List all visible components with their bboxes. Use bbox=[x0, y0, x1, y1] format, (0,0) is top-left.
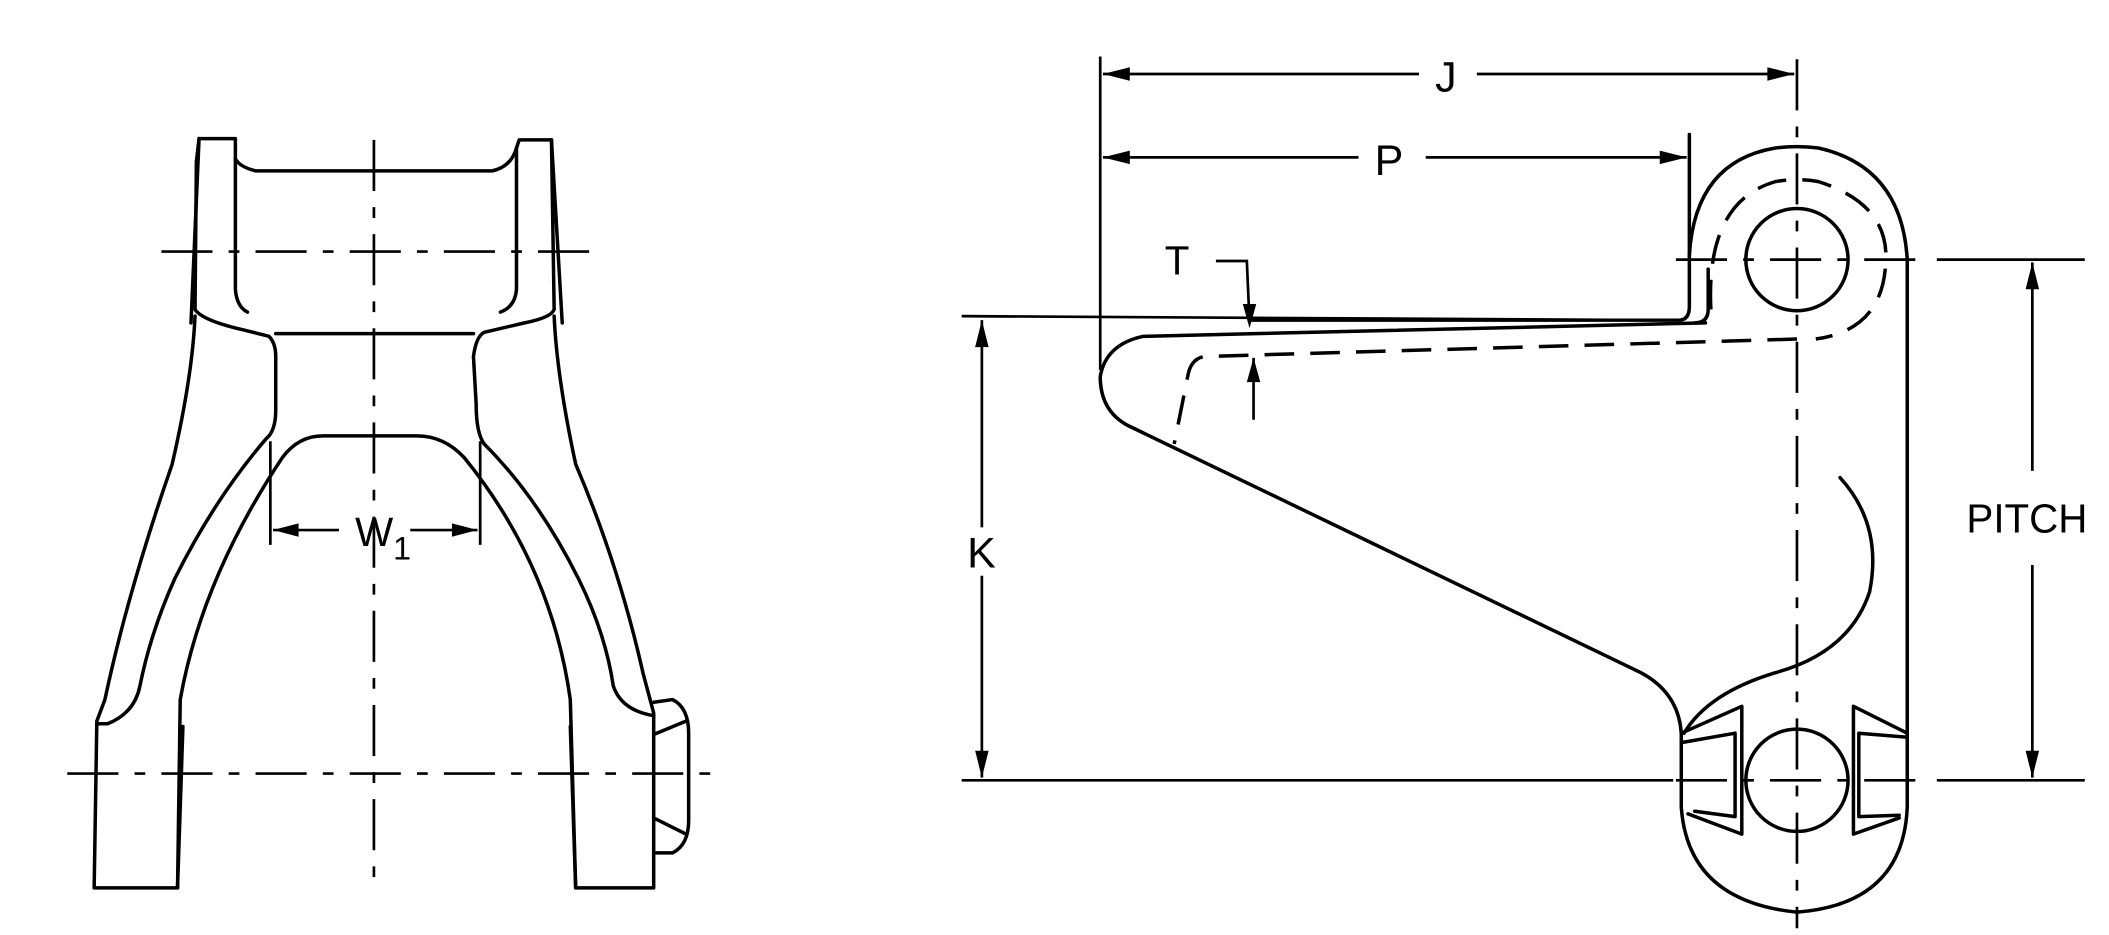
top-barrel-left bbox=[193, 136, 278, 441]
sidebar-left-edge bbox=[189, 136, 201, 325]
k-extension-top bbox=[961, 314, 1668, 322]
top-pin-hole bbox=[1744, 206, 1850, 313]
pin-head-chamfer-top bbox=[651, 719, 688, 737]
j-arrow-right bbox=[1767, 67, 1795, 81]
j-label: J bbox=[1435, 53, 1457, 101]
attachment-arm bbox=[1249, 132, 1710, 325]
t-arrow-up bbox=[1246, 357, 1261, 383]
top-barrel-outline bbox=[1687, 144, 1909, 735]
t-leader bbox=[1215, 259, 1251, 323]
arm-hidden-surface bbox=[1172, 337, 1798, 445]
left-leg-inner bbox=[95, 436, 269, 726]
t-arrow-down bbox=[1242, 304, 1257, 329]
k-arrow-down bbox=[975, 750, 989, 778]
left-rivet-head bbox=[1679, 704, 1744, 836]
w1-arrow-left bbox=[273, 523, 299, 537]
t-label: T bbox=[1165, 237, 1190, 283]
front-view: W1 bbox=[67, 136, 713, 891]
k-label: K bbox=[967, 530, 996, 578]
w1-label: W1 bbox=[355, 509, 411, 566]
pitch-arrow-down bbox=[2025, 750, 2040, 778]
top-left-sidebar bbox=[197, 136, 556, 446]
pin-head-chamfer-bottom bbox=[651, 816, 688, 836]
right-rivet-head bbox=[1851, 704, 1909, 836]
p-arrow-right bbox=[1659, 150, 1687, 165]
j-arrow-left bbox=[1102, 67, 1130, 81]
bottom-barrel-outline bbox=[1679, 731, 1909, 914]
side-view: J P T K PITCH bbox=[961, 53, 2087, 929]
right-leg-inner bbox=[482, 442, 656, 718]
pin-head bbox=[651, 697, 691, 855]
right-leg-outer bbox=[552, 314, 656, 890]
arm-top-surface bbox=[1098, 321, 1708, 735]
link-s-curve bbox=[1682, 475, 1875, 735]
inner-arch bbox=[175, 434, 578, 890]
barrel-inner-left bbox=[233, 156, 250, 314]
w1-arrow-right bbox=[451, 523, 478, 537]
barrel-inner-right bbox=[498, 146, 519, 314]
bottom-pin-hole bbox=[1744, 727, 1850, 834]
k-arrow-up bbox=[975, 320, 989, 348]
p-label: P bbox=[1375, 137, 1404, 185]
pitch-arrow-up bbox=[2025, 262, 2040, 290]
pitch-label: PITCH bbox=[1966, 496, 2087, 542]
p-arrow-left bbox=[1102, 150, 1130, 165]
left-leg-outer bbox=[92, 314, 197, 890]
sidebar-right-edge bbox=[549, 138, 564, 325]
top-hidden-circle bbox=[1708, 177, 1888, 341]
